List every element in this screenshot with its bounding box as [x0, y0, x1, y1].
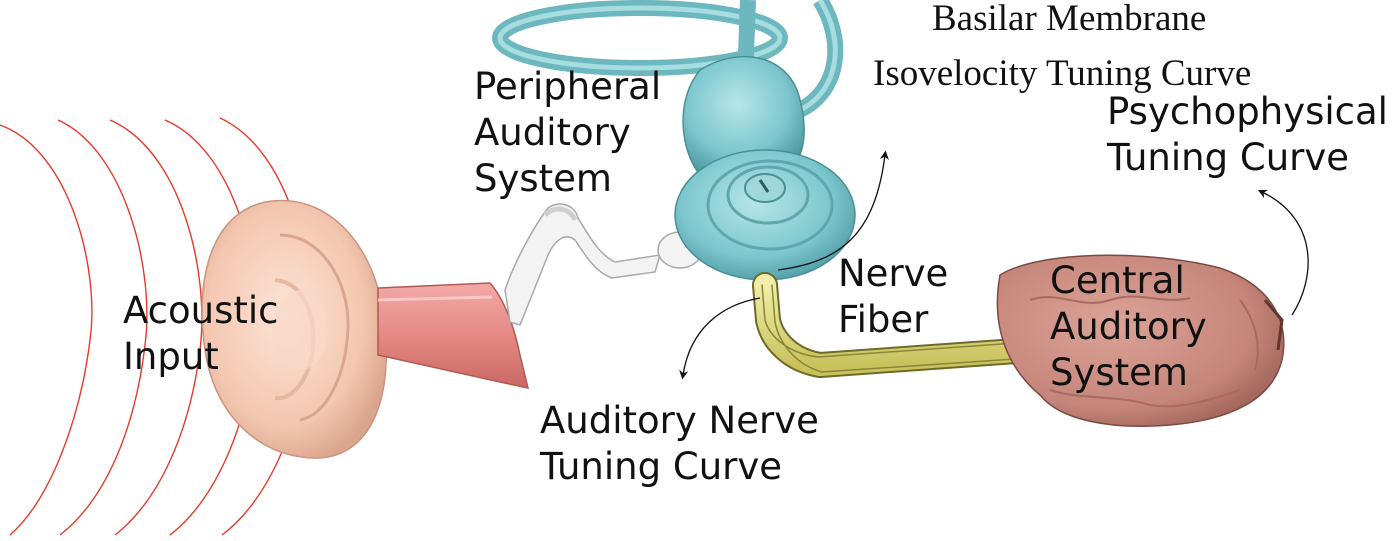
nerve-fiber [752, 272, 1043, 379]
label-nerve-fiber: Nerve Fiber [838, 252, 949, 341]
outer-ear [201, 199, 387, 459]
arrow-to-psychophysical [1257, 189, 1309, 316]
tuning-curve-arrows [679, 150, 1309, 380]
label-central-auditory-system: Central Auditory System [1050, 259, 1207, 394]
cochlea-and-semicircular-canals [492, 0, 856, 281]
label-isovelocity-tuning-curve: Isovelocity Tuning Curve [873, 53, 1252, 94]
central-auditory-system-brain [996, 254, 1285, 427]
ossicles [504, 203, 703, 326]
label-basilar-membrane-title: Basilar Membrane [932, 0, 1207, 39]
label-psychophysical-tuning-curve: Psychophysical Tuning Curve [1107, 90, 1388, 179]
ear-canal [377, 282, 530, 389]
label-peripheral-auditory-system: Peripheral Auditory System [474, 65, 662, 200]
label-auditory-nerve-tuning-curve: Auditory Nerve Tuning Curve [540, 399, 819, 488]
arrow-to-auditory-nerve [679, 297, 761, 380]
label-acoustic-input: Acoustic Input [123, 289, 279, 378]
arrow-to-basilar-membrane [777, 150, 889, 271]
